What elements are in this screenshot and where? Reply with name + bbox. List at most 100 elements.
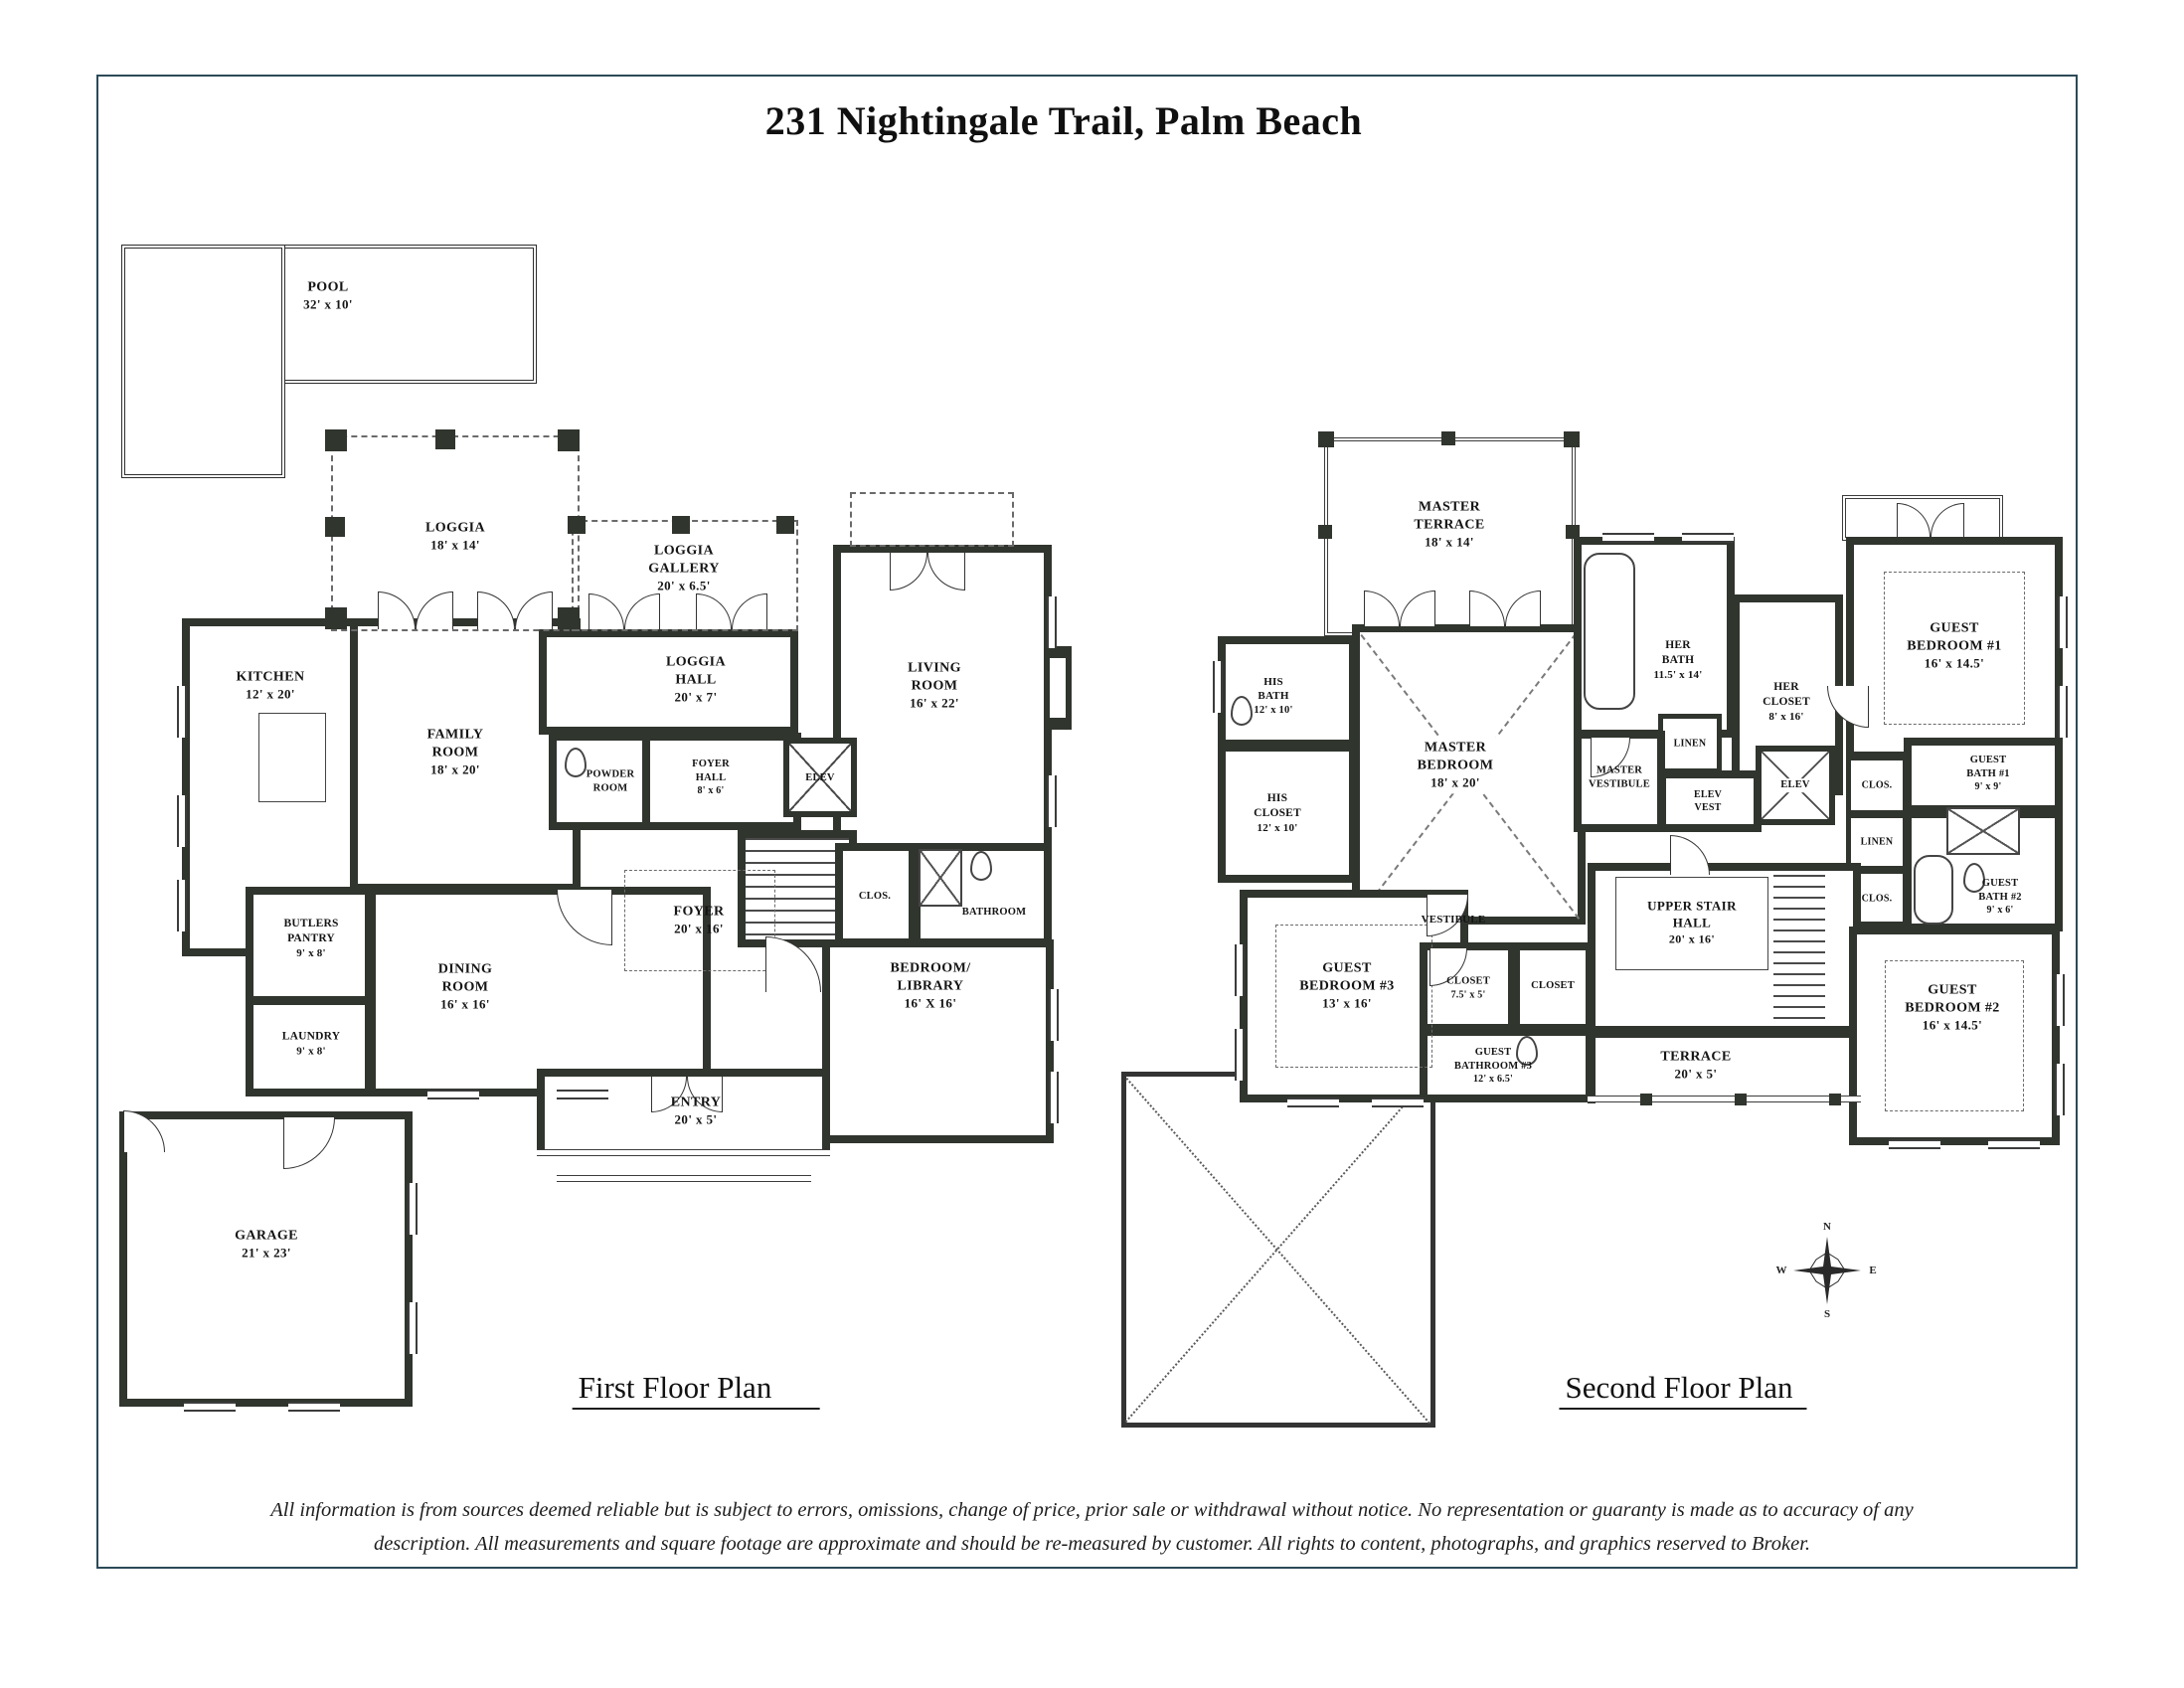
entry-porch-edge [537, 1149, 830, 1156]
toilet [1516, 1036, 1538, 1066]
room-label-master-vestibule: MASTER VESTIBULE [1589, 764, 1650, 789]
column [325, 517, 345, 537]
window [288, 1402, 340, 1412]
window [1372, 1097, 1424, 1107]
toilet [565, 748, 587, 777]
window [177, 686, 187, 738]
room-label-bathroom: BATHROOM [961, 907, 1027, 919]
column [325, 607, 347, 629]
room-label-elev-vest: ELEV VEST [1693, 789, 1723, 813]
entry-steps [557, 1175, 811, 1182]
ceiling-tray [1275, 925, 1432, 1068]
window [177, 795, 187, 847]
compass-east-label: E [1869, 1265, 1877, 1276]
window [1287, 1097, 1339, 1107]
terrace-edge [1588, 1096, 1861, 1102]
compass-south-label: S [1823, 1308, 1831, 1320]
column [1735, 1094, 1747, 1105]
shower [1946, 807, 2020, 855]
room-label-clos-a: CLOS. [1861, 779, 1893, 791]
compass-rose [1789, 1233, 1865, 1313]
column [1640, 1094, 1652, 1105]
room-label-clos-b: CLOS. [1861, 893, 1893, 905]
window [1988, 1139, 2040, 1149]
room-label-elev2: ELEV [1778, 778, 1812, 792]
column [558, 429, 580, 451]
disclaimer-line-1: All information is from sources deemed r… [270, 1499, 1914, 1521]
window [1047, 775, 1057, 827]
room-label-linen-b: LINEN [1860, 836, 1894, 848]
compass-star [1793, 1237, 1861, 1304]
window [1889, 1139, 1940, 1149]
room-garage [119, 1111, 413, 1407]
room-guest-bath-1 [1904, 738, 2063, 813]
compass-west-label: W [1775, 1265, 1787, 1276]
foyer-ceiling-dashed [624, 870, 775, 971]
disclaimer-line-2: description. All measurements and square… [373, 1533, 1811, 1555]
column [1829, 1094, 1841, 1105]
window [1213, 661, 1223, 713]
column [1318, 431, 1334, 447]
window [1602, 533, 1654, 543]
window [408, 1302, 418, 1354]
first-floor-plan-label: First Floor Plan [572, 1370, 820, 1410]
window [177, 880, 187, 931]
compass-north-label: N [1823, 1221, 1831, 1233]
toilet [970, 851, 992, 881]
column [325, 429, 347, 451]
bathtub [1584, 553, 1635, 710]
pool-fill [126, 250, 280, 380]
room-label-closet-2: CLOSET [1531, 980, 1575, 992]
elevator-shaft [1756, 746, 1835, 825]
shower [919, 849, 962, 907]
kitchen-island [258, 713, 326, 802]
room-loggia-hall [539, 629, 798, 735]
window [2055, 974, 2065, 1026]
elevator-shaft [783, 738, 857, 817]
fireplace-opening [1050, 658, 1066, 718]
window [1235, 1029, 1245, 1081]
window [1049, 1072, 1059, 1123]
room-label-powder-room: POWDER ROOM [586, 768, 635, 793]
column [776, 516, 794, 534]
room-label-linen: LINEN [1673, 738, 1707, 750]
living-terrace-dashed [850, 492, 1014, 547]
column [568, 516, 586, 534]
toilet [1231, 696, 1253, 726]
column [1441, 431, 1455, 445]
page-border-frame [96, 75, 2078, 1569]
window [1049, 989, 1059, 1041]
stairwell-opening [1615, 877, 1768, 970]
window [2058, 686, 2068, 738]
window [184, 1402, 236, 1412]
second-floor-plan-label: Second Floor Plan [1559, 1370, 1807, 1410]
ceiling-tray [1885, 960, 2024, 1111]
